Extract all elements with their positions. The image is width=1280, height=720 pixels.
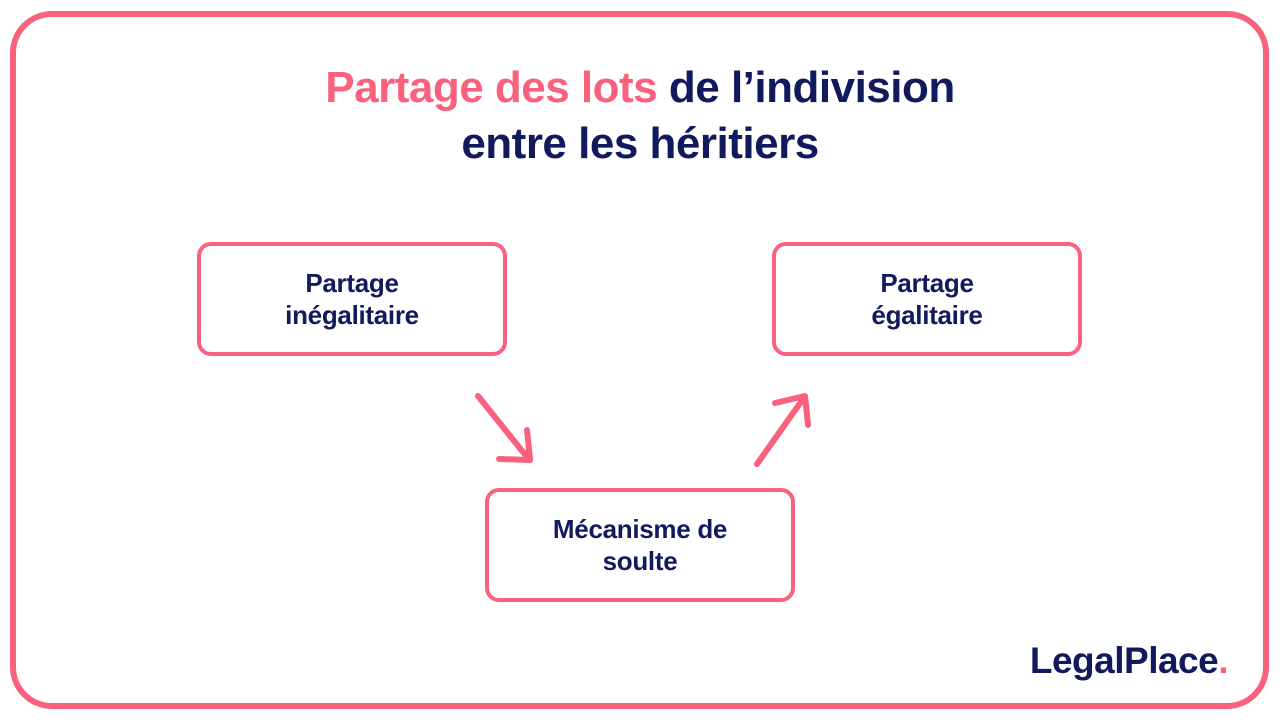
node-label-line2: inégalitaire (285, 300, 419, 330)
node-label-line1: Mécanisme de (552, 514, 728, 544)
page-title: Partage des lots de l’indivision entre l… (0, 60, 1280, 172)
page-title-highlight: Partage des lots (325, 63, 658, 112)
page-title-line1: Partage des lots de l’indivision (325, 63, 955, 112)
node-partage-egalitaire: Partage égalitaire (772, 242, 1082, 356)
arrow-down-right-icon (475, 393, 533, 463)
node-label-line2: égalitaire (871, 300, 983, 330)
logo-dot: . (1218, 640, 1228, 681)
node-label-line1: Partage (880, 268, 974, 298)
node-partage-inegalitaire: Partage inégalitaire (197, 242, 507, 356)
node-label-line2: soulte (602, 546, 678, 576)
legalplace-logo: LegalPlace. (1029, 640, 1229, 682)
node-label-line1: Partage (305, 268, 399, 298)
logo-text: LegalPlace (1029, 640, 1219, 681)
node-mecanisme-de-soulte: Mécanisme de soulte (485, 488, 795, 602)
page-title-line2: entre les héritiers (461, 119, 819, 168)
arrow-up-right-icon (754, 393, 811, 467)
page-title-rest: de l’indivision (657, 63, 955, 112)
